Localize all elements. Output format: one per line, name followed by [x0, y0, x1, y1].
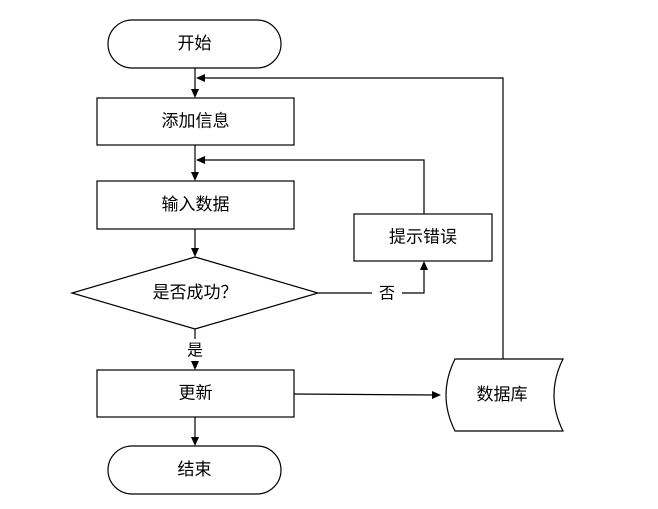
error-label: 提示错误	[389, 228, 457, 248]
add-info-box	[96, 97, 295, 146]
update-label: 更新	[179, 384, 213, 404]
arrowhead-decision	[191, 248, 199, 257]
end-label: 结束	[178, 460, 212, 480]
decision-diamond	[69, 256, 321, 330]
edge-update-to-database	[293, 393, 435, 396]
no-label: 否	[379, 284, 395, 303]
arrowhead-update	[191, 361, 199, 370]
database-shape	[445, 358, 564, 432]
end-terminator	[107, 445, 282, 495]
arrowhead-input	[191, 172, 199, 181]
arrowhead-add-info	[191, 89, 199, 98]
arrowhead-loop-database	[196, 74, 205, 82]
add-info-label: 添加信息	[162, 112, 230, 132]
arrowhead-loop-error	[196, 156, 205, 164]
edge-database-loop	[203, 77, 504, 359]
database-label: 数据库	[477, 385, 528, 405]
input-data-box	[96, 180, 295, 230]
input-data-label: 输入数据	[162, 195, 230, 215]
edge-error-loop	[203, 159, 425, 214]
error-box	[353, 213, 493, 262]
arrowhead-error	[420, 261, 428, 270]
arrowhead-end	[191, 437, 199, 446]
start-label: 开始	[178, 34, 212, 54]
update-box	[96, 369, 295, 418]
edge-no-to-error	[402, 268, 425, 294]
arrowhead-database	[432, 391, 441, 399]
start-terminator	[107, 19, 282, 69]
yes-label: 是	[187, 341, 203, 360]
decision-label: 是否成功？	[153, 283, 238, 303]
